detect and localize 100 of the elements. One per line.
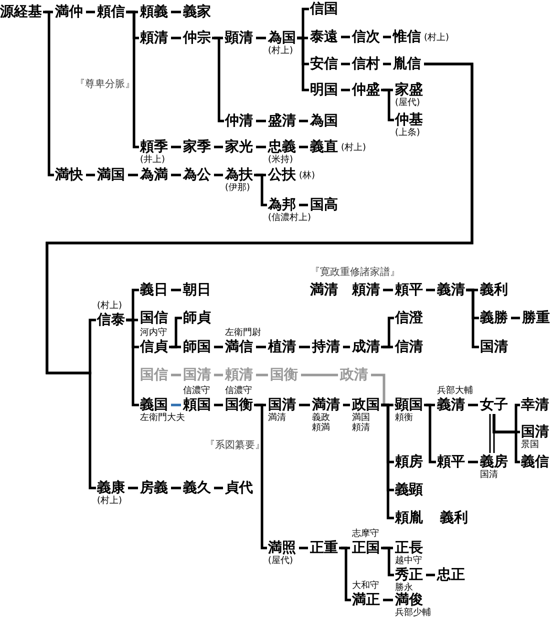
note-text: 満清 <box>268 413 286 423</box>
connector-line <box>256 36 266 40</box>
person-name: 正重 <box>310 540 338 556</box>
connector-line <box>254 404 267 550</box>
person-name: 義清 <box>437 397 465 413</box>
note-text: 信濃守 <box>183 386 210 396</box>
note-text: 信濃守 <box>225 386 252 396</box>
person-name: 顕清 <box>225 30 253 46</box>
note-text: 義政 <box>312 413 330 423</box>
person-name: 義直 <box>310 139 338 155</box>
note-text: 志摩守 <box>352 529 379 539</box>
person-name: 義信 <box>521 454 549 470</box>
person-name: 政国 <box>352 397 380 413</box>
person-name: 頼平 <box>437 454 465 470</box>
person-name: 為満 <box>140 167 168 183</box>
connector-line <box>256 120 266 122</box>
person-name: 胤信 <box>393 56 421 72</box>
connector-line <box>171 486 181 490</box>
person-name: 満快 <box>55 167 83 183</box>
connector-line <box>343 404 350 406</box>
connector-line <box>46 62 474 490</box>
person-name: 信澄 <box>395 310 423 326</box>
connector-line <box>468 404 478 406</box>
person-name: 持清 <box>312 339 340 355</box>
person-name: 女子 <box>480 397 508 413</box>
connector-line <box>299 204 308 206</box>
person-name: 頼清 <box>140 30 168 46</box>
note-text: (井上) <box>140 155 166 165</box>
person-name: 為国 <box>310 113 338 129</box>
person-name: 仲盛 <box>352 82 380 98</box>
double-line <box>489 413 495 454</box>
person-name: 源経基 <box>0 4 42 20</box>
note-text: (信濃村上) <box>268 213 312 223</box>
person-name: 正国 <box>352 540 380 556</box>
note-text: (米持) <box>268 155 294 165</box>
person-name: 義顕 <box>395 482 423 498</box>
connector-line <box>256 146 266 148</box>
person-name: 信清 <box>395 339 423 355</box>
person-name: 頼清 <box>225 367 253 383</box>
note-text: 左衛門大夫 <box>140 413 185 423</box>
person-name: 義利 <box>480 282 508 298</box>
person-name: 秀正 <box>395 567 423 583</box>
person-name: 満俊 <box>395 592 423 608</box>
person-name: 師国 <box>183 339 211 355</box>
note-text: 頼満 <box>312 423 330 433</box>
connector-line <box>254 174 267 206</box>
connector-line <box>256 346 266 348</box>
note-text: (村上) <box>97 301 122 311</box>
connector-line <box>426 574 435 576</box>
connector-line <box>212 36 224 122</box>
note-text: (林) <box>299 171 316 181</box>
person-name: 国高 <box>310 197 338 213</box>
person-name: 義家 <box>183 4 211 20</box>
connector-line <box>43 10 54 176</box>
person-name: 信貞 <box>140 339 168 355</box>
connector-line <box>381 88 394 122</box>
person-name: 義清 <box>437 282 465 298</box>
person-name: 明国 <box>310 82 338 98</box>
person-name: 政清 <box>340 367 368 383</box>
connector-line <box>297 36 309 92</box>
person-name: 頼清 <box>352 282 380 298</box>
connector-line <box>343 346 350 348</box>
connector-line <box>169 316 182 348</box>
person-name: 頼胤 <box>395 510 423 526</box>
connector-line <box>492 414 520 464</box>
person-name: 国衡 <box>270 367 298 383</box>
person-name: 満清 <box>312 397 340 413</box>
person-name: 為公 <box>183 167 211 183</box>
note-text: 大和守 <box>352 581 379 591</box>
connector-line <box>214 486 223 490</box>
note-text: 兵部大輔 <box>437 386 473 396</box>
person-name: 国信 <box>140 310 168 326</box>
connector-line <box>381 404 394 520</box>
person-name: 師貞 <box>183 310 211 326</box>
person-name: 家季 <box>183 139 211 155</box>
person-name: 勝重 <box>522 310 550 326</box>
person-name: 信泰 <box>97 312 125 328</box>
source-label: 『寛政重修諸家譜』 <box>310 267 400 279</box>
connector-line <box>128 486 138 490</box>
person-name: 満照 <box>268 540 296 556</box>
person-name: 仲清 <box>225 113 253 129</box>
connector-line <box>171 10 181 14</box>
note-text: 満国 <box>352 413 370 423</box>
connector-line <box>299 404 310 406</box>
connector-line <box>383 598 393 602</box>
person-name: 頼国 <box>183 397 211 413</box>
person-name: 忠義 <box>268 139 296 155</box>
person-name: 義日 <box>140 282 168 298</box>
connector-line <box>424 404 436 464</box>
person-name: 朝日 <box>183 282 211 298</box>
person-name: 義利 <box>440 510 468 526</box>
person-name: 房義 <box>140 480 168 496</box>
person-name: 国清 <box>183 367 211 383</box>
connector-line <box>511 316 520 320</box>
note-text: (村上) <box>424 33 450 43</box>
note-text: 左衛門尉 <box>225 328 261 338</box>
connector-line <box>371 374 394 406</box>
connector-line <box>171 374 181 376</box>
note-text: (村上) <box>341 143 366 153</box>
connector-line <box>214 404 223 406</box>
